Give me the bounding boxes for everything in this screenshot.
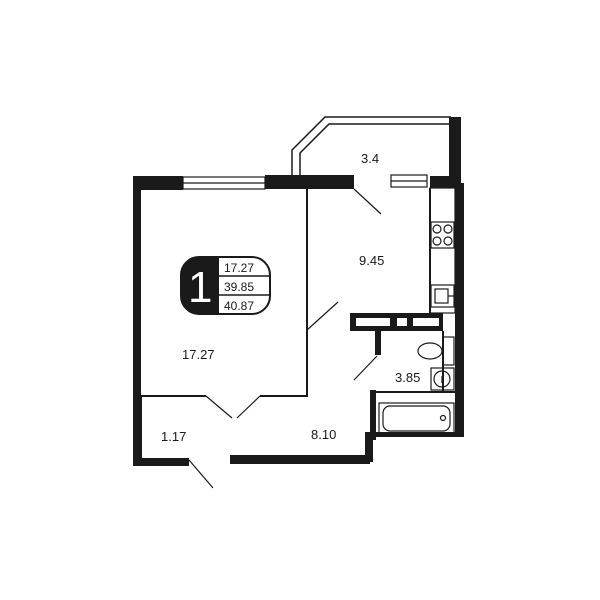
bathtub-icon [378, 402, 455, 435]
sink-icon [430, 284, 455, 308]
door-swings [188, 188, 382, 489]
room-area-kitchen: 9.45 [359, 253, 384, 268]
wall-hall-step [365, 432, 373, 462]
counter-gaps [356, 318, 439, 326]
badge-living-area: 17.27 [224, 261, 254, 275]
toilet-icon [417, 336, 455, 366]
wall-top-middle [265, 175, 354, 189]
room-area-living: 17.27 [182, 347, 215, 362]
kitchen-counter [429, 187, 456, 314]
wall-right-top [449, 117, 461, 188]
kitchen-counter-bar [350, 313, 443, 331]
balcony [291, 116, 451, 176]
room-area-closet: 1.17 [161, 429, 186, 444]
room-area-hall: 8.10 [311, 427, 336, 442]
wall-bottom-right [230, 455, 370, 464]
thick-walls [133, 117, 464, 466]
apartment-badge: 1 17.27 39.85 40.87 [180, 256, 271, 315]
wall-bath-left [370, 390, 376, 440]
badge-number-block [181, 257, 219, 314]
badge-total-area-balcony: 40.87 [224, 299, 254, 313]
window-icon [182, 174, 428, 190]
wall-bath-partition [375, 331, 381, 355]
badge-room-count: 1 [188, 263, 212, 312]
stove-icon [430, 221, 455, 249]
wall-left [133, 176, 141, 466]
wall-top-right [430, 176, 460, 188]
wall-top-left [133, 176, 183, 190]
wall-right [455, 183, 464, 436]
room-area-bathroom: 3.85 [395, 370, 420, 385]
room-area-balcony: 3.4 [361, 151, 379, 166]
washbasin-icon [430, 367, 455, 391]
badge-total-area: 39.85 [224, 280, 254, 294]
wall-bottom-left [141, 458, 189, 466]
